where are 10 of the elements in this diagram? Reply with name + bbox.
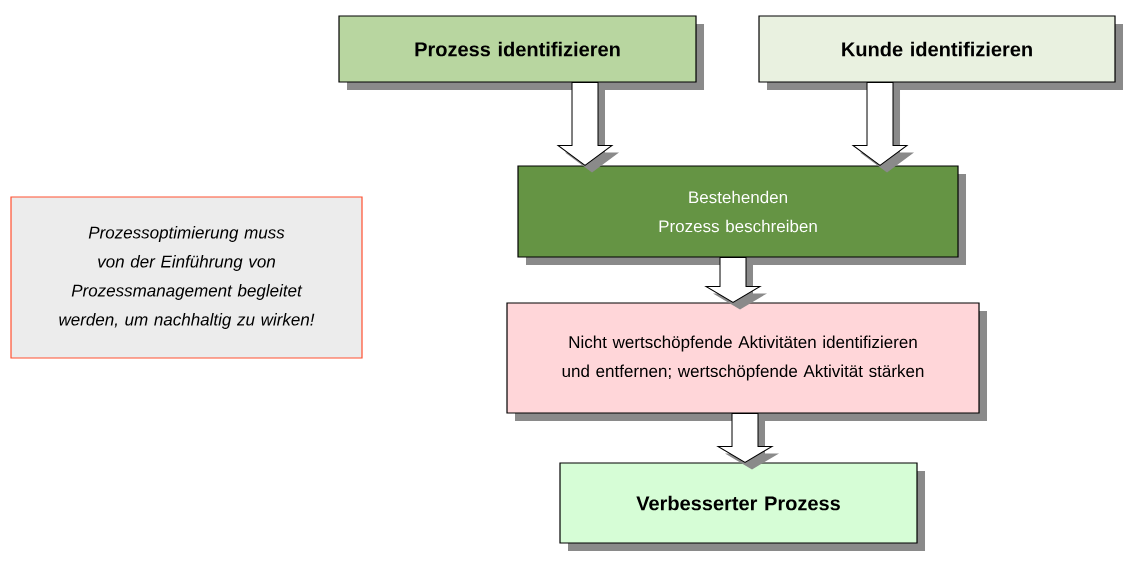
- process-box: Kunde identifizieren: [758, 15, 1123, 90]
- block-arrow: [705, 257, 767, 310]
- block-arrow: [852, 82, 914, 173]
- process-box: Bestehenden Prozess beschreiben: [517, 165, 966, 265]
- block-arrow: [717, 413, 779, 470]
- note-box: Prozessoptimierung muss von der Einführung von Prozessmanagement begleitet werden, um nachhaltig zu wirken!: [10, 196, 363, 359]
- result-box: Verbesserter Prozess: [559, 462, 925, 551]
- process-box: Prozess identifizieren: [338, 15, 704, 90]
- block-arrow: [557, 82, 619, 173]
- process-box: Nicht wertschöpfende Aktivitäten identifizieren und entfernen; wertschöpfende Aktivität stärken: [506, 302, 987, 421]
